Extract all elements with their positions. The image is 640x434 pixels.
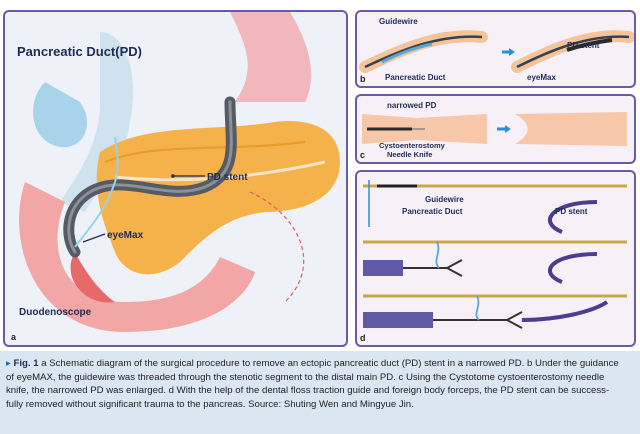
forceps-sheath-row2	[363, 260, 403, 276]
stent-row3	[521, 300, 609, 322]
eyemax-left	[381, 42, 433, 64]
stent-right	[566, 38, 613, 52]
caption-line3: knife, the narrowed PD was enlarged. d W…	[6, 385, 610, 396]
pancreas-shape	[96, 121, 340, 275]
label-pd-stent-b: PD stent	[567, 41, 600, 50]
label-duodenoscope: Duodenoscope	[19, 307, 92, 318]
caption-bar: ▸ Fig. 1 a Schematic diagram of the surg…	[0, 351, 640, 434]
label-knife-line1: Cystoenterostomy	[379, 141, 446, 150]
panel-d-illustration: Guidewire Pancreatic Duct PD stent	[363, 180, 627, 329]
vessel-shape	[230, 12, 312, 102]
floss-row3	[475, 295, 480, 321]
label-pancreatic-duct-d: Pancreatic Duct	[402, 207, 463, 216]
label-pancreatic-duct: Pancreatic Duct	[385, 73, 446, 82]
stent-row1	[548, 200, 598, 234]
label-eyemax: eyeMax	[107, 230, 144, 241]
caption-marker-icon: ▸	[6, 358, 11, 369]
caption-line2: of eyeMAX, the guidewire was threaded th…	[6, 371, 605, 383]
main-pd-line	[114, 160, 326, 182]
panel-b: Guidewire Pancreatic Duct PD stent eyeMa…	[355, 10, 636, 88]
duct-mid-shape	[417, 114, 487, 144]
arrow-b-icon	[509, 48, 515, 56]
label-pd-stent-d: PD stent	[555, 207, 588, 216]
eyemax-leader	[82, 233, 106, 243]
stent-row2	[548, 252, 598, 284]
panel-a: Pancreatic Duct(PD) PD stent eyeMax Duod…	[3, 10, 348, 347]
figure-caption: ▸ Fig. 1 a Schematic diagram of the surg…	[6, 357, 634, 411]
caption-line4: fully removed without significant trauma…	[6, 398, 414, 410]
forceps-sheath-row3	[363, 312, 433, 328]
papilla-shape	[70, 252, 115, 303]
label-knife-line2: Needle Knife	[387, 150, 432, 159]
label-guidewire-d: Guidewire	[425, 195, 464, 204]
label-pd-stent: PD stent	[207, 172, 248, 183]
panel-d-letter: d	[360, 333, 366, 343]
panel-c-illustration: narrowed PD Cystoenterostomy Needle Knif…	[362, 101, 627, 159]
panel-c-letter: c	[360, 150, 366, 160]
forceps-row2	[403, 259, 463, 277]
forceps-row3	[433, 311, 523, 329]
panel-a-letter: a	[11, 332, 17, 342]
eyemax-line	[74, 136, 119, 248]
panel-a-title: Pancreatic Duct(PD)	[17, 44, 142, 59]
duodenum-shape	[19, 182, 255, 332]
panel-a-illustration: Pancreatic Duct(PD) PD stent eyeMax Duod…	[17, 12, 340, 332]
caption-line1: a Schematic diagram of the surgical proc…	[38, 358, 619, 369]
dashed-outline	[249, 191, 305, 303]
duodenoscope-highlight	[67, 100, 233, 254]
panel-c: narrowed PD Cystoenterostomy Needle Knif…	[355, 94, 636, 164]
label-narrowed-pd: narrowed PD	[387, 101, 437, 110]
panel-b-illustration: Guidewire Pancreatic Duct PD stent eyeMa…	[359, 17, 634, 82]
guidewire-left	[364, 35, 483, 69]
guidewire-right	[516, 35, 630, 69]
caption-fig-label: Fig. 1	[13, 358, 39, 369]
bile-duct-shape	[60, 32, 134, 212]
arrow-c-icon	[505, 125, 511, 133]
pd-stent-leader-dot	[171, 174, 175, 178]
gallbladder-shape	[33, 82, 88, 148]
label-guidewire: Guidewire	[379, 17, 418, 26]
pancreas-texture	[104, 141, 306, 163]
floss-row2	[435, 241, 440, 269]
panel-d: Guidewire Pancreatic Duct PD stent d	[355, 170, 636, 347]
label-eyemax-b: eyeMax	[527, 73, 556, 82]
duct-enlarged-shape	[515, 112, 627, 146]
panel-b-letter: b	[360, 74, 366, 84]
